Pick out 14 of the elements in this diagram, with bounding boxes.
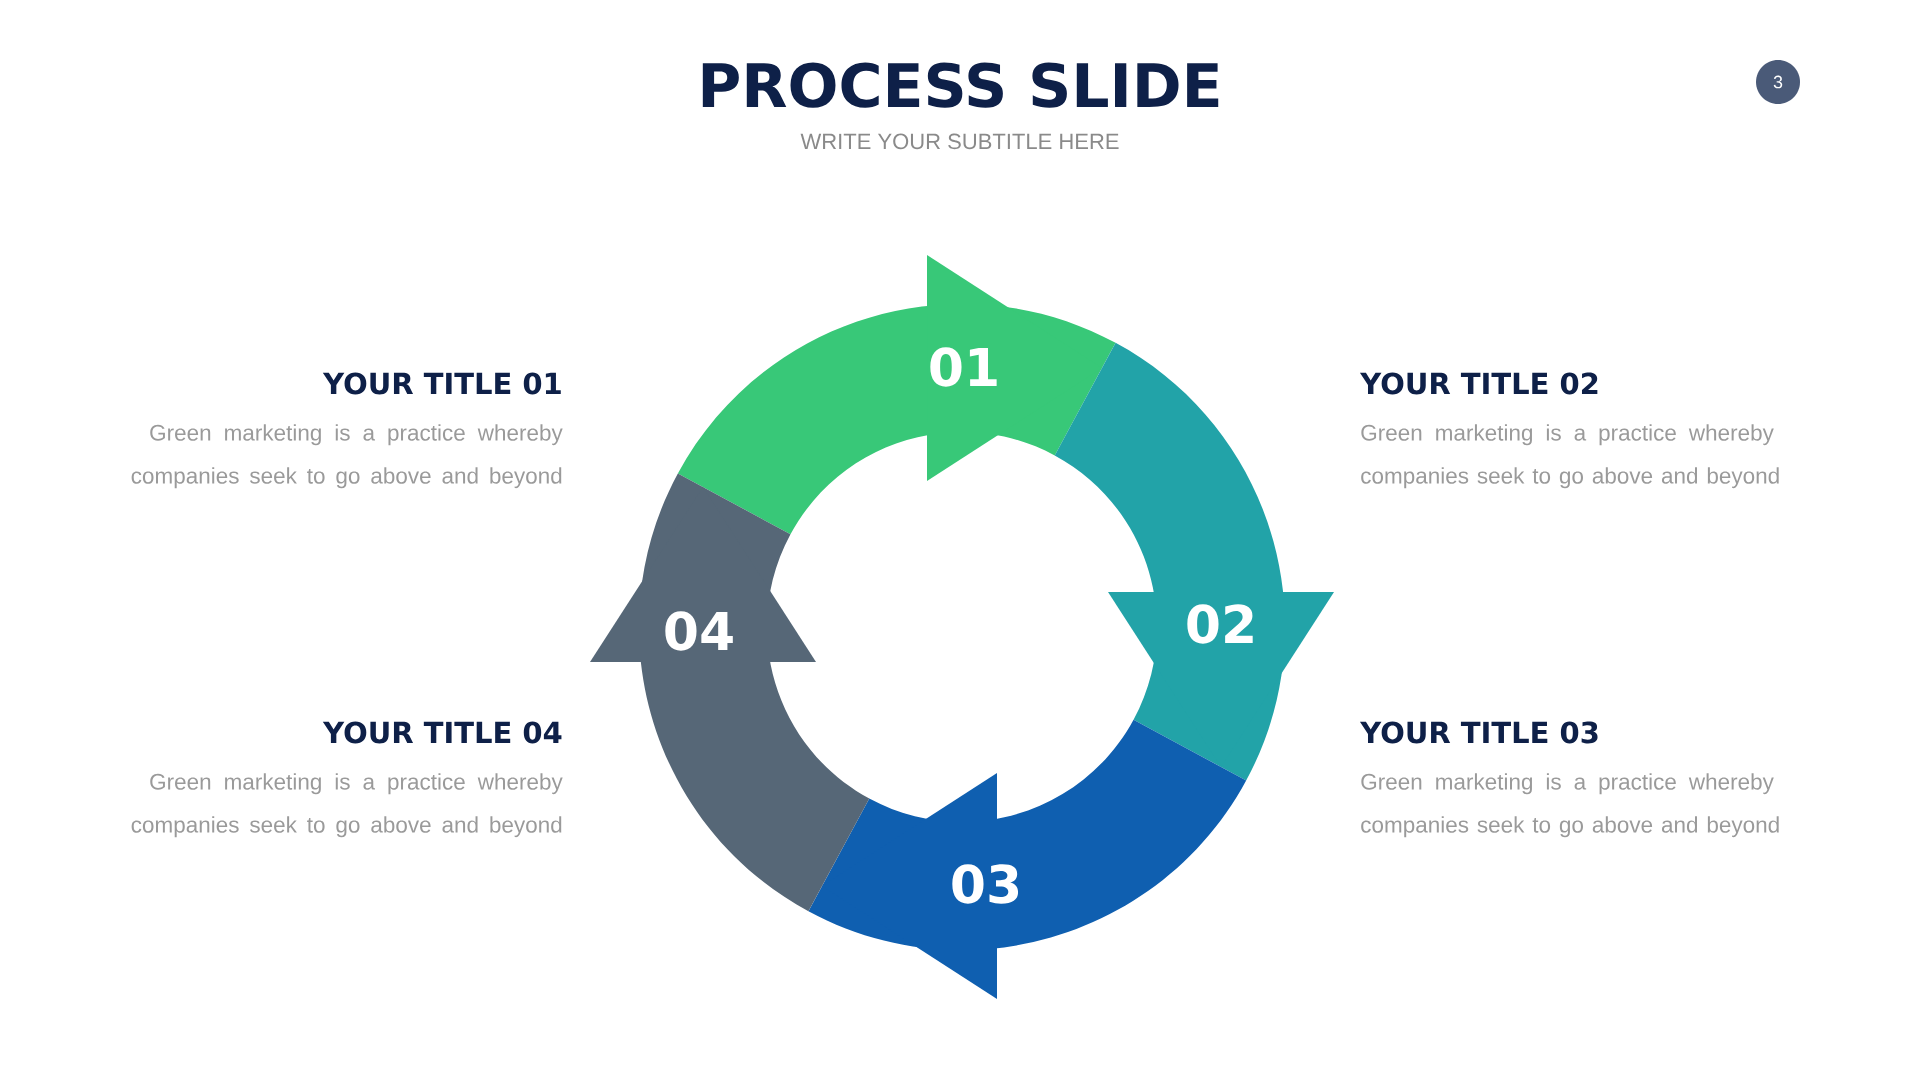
section-title: YOUR TITLE 04 <box>322 721 562 744</box>
page-number-badge: 3 <box>1756 60 1800 104</box>
description-text: Green marketing is a practice whereby companies seek to go above and beyond <box>1361 424 1779 489</box>
description-text: Green marketing is a practice whereby companies seek to go above and beyond <box>131 424 563 489</box>
section-title: YOUR TITLE 02 <box>1359 372 1598 395</box>
arrow-segment: 04 <box>590 473 870 912</box>
section-title: YOUR TITLE 01 <box>322 372 561 395</box>
description-text: Green marketing is a practice whereby companies seek to go above and beyond <box>131 773 563 838</box>
arrow-segment: 02 <box>1054 342 1334 781</box>
description-text: Green marketing is a practice whereby companies seek to go above and beyond <box>1361 773 1779 838</box>
arrow-segment: 03 <box>808 719 1247 999</box>
subtitle: WRITE YOUR SUBTITLE HERE <box>800 133 1119 150</box>
slide-title: PROCESS SLIDE <box>702 62 1219 108</box>
section-title: YOUR TITLE 03 <box>1359 721 1598 744</box>
